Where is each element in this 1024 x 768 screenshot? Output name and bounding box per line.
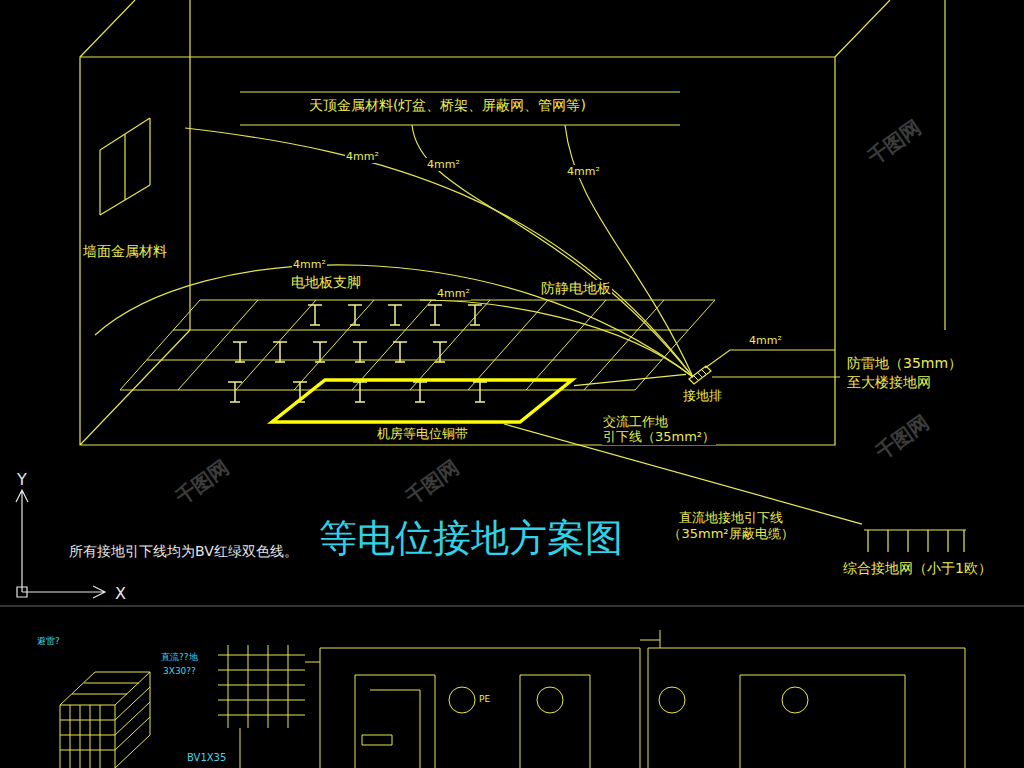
annotation-label: 避雷? (36, 636, 61, 647)
watermark: 千图网 (870, 409, 935, 464)
node-label: 机房等电位铜带 (376, 426, 469, 442)
bond-wire (185, 128, 693, 377)
node-label: 综合接地网（小于1欧） (842, 560, 993, 577)
grounding-bar-shape (689, 366, 711, 384)
annotation-label: 引下线（35mm²） (602, 429, 716, 445)
earth-grid-shape (864, 530, 966, 552)
copper-band: 机房等电位铜带 (270, 378, 574, 424)
socket-symbol (449, 687, 475, 713)
grounding-bar-shape (694, 370, 706, 380)
bond-wire (420, 300, 693, 377)
raised-floor-grid (120, 300, 715, 390)
building-rebar-grid (60, 672, 150, 768)
room-outline (80, 0, 945, 445)
node-label: 接地排 (682, 388, 723, 404)
bond-wire (412, 125, 693, 377)
annotation-label: 4mm² (436, 287, 471, 300)
annotation-label: 4mm² (292, 258, 327, 271)
bond-wire (705, 350, 835, 368)
wall-metal (100, 118, 150, 215)
floor-pedestals (228, 305, 487, 402)
watermark: 千图网 (862, 114, 927, 169)
socket-symbol (659, 687, 685, 713)
annotation-label: 4mm² (426, 158, 461, 171)
watermark: 千图网 (400, 454, 465, 509)
annotation-label: 3X30?? (162, 666, 197, 677)
dc-ground-net (218, 645, 320, 768)
sheet-separator (0, 606, 1024, 607)
grounding-bar-outline (686, 362, 714, 384)
annotation-label: 墙面金属材料 (82, 243, 168, 260)
ceiling-metal (240, 92, 680, 125)
grounding-bar: 接地排 (686, 362, 714, 384)
socket-symbol (537, 687, 563, 713)
annotation-label: PE (478, 694, 491, 705)
copper-band-shape (272, 380, 572, 422)
annotation-label: 防雷地（35mm） (846, 355, 963, 372)
edge-label: 直流地接地引下线 （35mm²屏蔽电缆） (660, 510, 802, 541)
annotation-label: X (114, 584, 127, 603)
annotation-label: BV1X35 (186, 752, 227, 764)
lightning-ground-wire (712, 376, 840, 377)
annotation-label: 所有接地引下线均为BV红绿双色线。 (68, 543, 299, 560)
earth-grid-outline (862, 524, 968, 554)
annotation-label: 天顶金属材料(灯盆、桥架、屏蔽网、管网等) (308, 97, 587, 114)
socket-panel (320, 630, 965, 768)
annotation-label: 至大楼接地网 (846, 374, 932, 391)
diagram-title: 等电位接地方案图 (318, 516, 624, 562)
annotation-label: 4mm² (345, 150, 380, 163)
watermark: 千图网 (170, 454, 235, 509)
annotation-label: 直流??地 (160, 652, 199, 663)
annotation-label: 4mm² (748, 334, 783, 347)
annotation-label: 电地板支脚 (290, 274, 362, 291)
socket-symbol (782, 687, 808, 713)
annotation-label: 交流工作地 (602, 414, 669, 430)
copper-band-outline (270, 378, 574, 424)
earth-grid: 综合接地网（小于1欧） (862, 524, 968, 554)
ground-conductor (574, 374, 686, 385)
annotation-label: 4mm² (566, 165, 601, 178)
annotation-label: 防静电地板 (540, 280, 612, 297)
annotation-label: Y (16, 470, 28, 489)
